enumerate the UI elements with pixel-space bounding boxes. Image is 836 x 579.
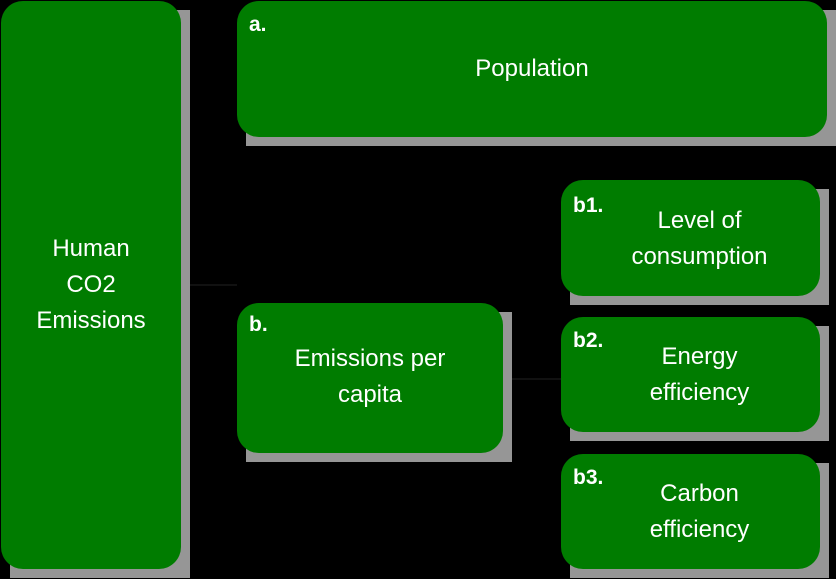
root-box-label: Human CO2 Emissions	[1, 231, 181, 339]
node-b1-tag: b1.	[573, 194, 604, 217]
connector-b-to-subfactors	[503, 378, 561, 380]
node-b-label: Emissions per capita	[237, 341, 503, 413]
node-b1-label: Level of consumption	[579, 203, 820, 275]
connector-root-to-children	[181, 284, 237, 286]
node-b1-label-line-1: Level of	[657, 207, 742, 234]
node-b1-label-line-2: consumption	[631, 243, 768, 270]
node-b-tag: b.	[249, 313, 268, 336]
node-b-emissions-per-capita: b. Emissions per capita	[237, 303, 503, 453]
node-b3-label: Carbon efficiency	[579, 476, 820, 548]
node-b2-label-line-1: Energy	[661, 343, 738, 370]
node-b2-energy-efficiency: b2. Energy efficiency	[561, 317, 820, 432]
node-b3-carbon-efficiency: b3. Carbon efficiency	[561, 454, 820, 569]
node-a-label: Population	[237, 51, 827, 87]
node-b2-tag: b2.	[573, 329, 604, 352]
root-box-human-co2-emissions: Human CO2 Emissions	[1, 1, 181, 569]
node-b3-tag: b3.	[573, 466, 604, 489]
node-b-label-line-2: capita	[337, 381, 403, 408]
root-label-line-3: Emissions	[36, 307, 146, 334]
node-a-label-line-1: Population	[475, 55, 589, 82]
node-a-population: a. Population	[237, 1, 827, 137]
root-label-line-1: Human	[52, 235, 130, 262]
node-a-tag: a.	[249, 13, 267, 36]
node-b2-label-line-2: efficiency	[649, 379, 750, 406]
node-b1-level-of-consumption: b1. Level of consumption	[561, 180, 820, 296]
node-b-label-line-1: Emissions per	[294, 345, 446, 372]
node-b3-label-line-2: efficiency	[649, 516, 750, 543]
root-label-line-2: CO2	[66, 271, 116, 298]
node-b2-label: Energy efficiency	[579, 339, 820, 411]
node-b3-label-line-1: Carbon	[660, 480, 739, 507]
